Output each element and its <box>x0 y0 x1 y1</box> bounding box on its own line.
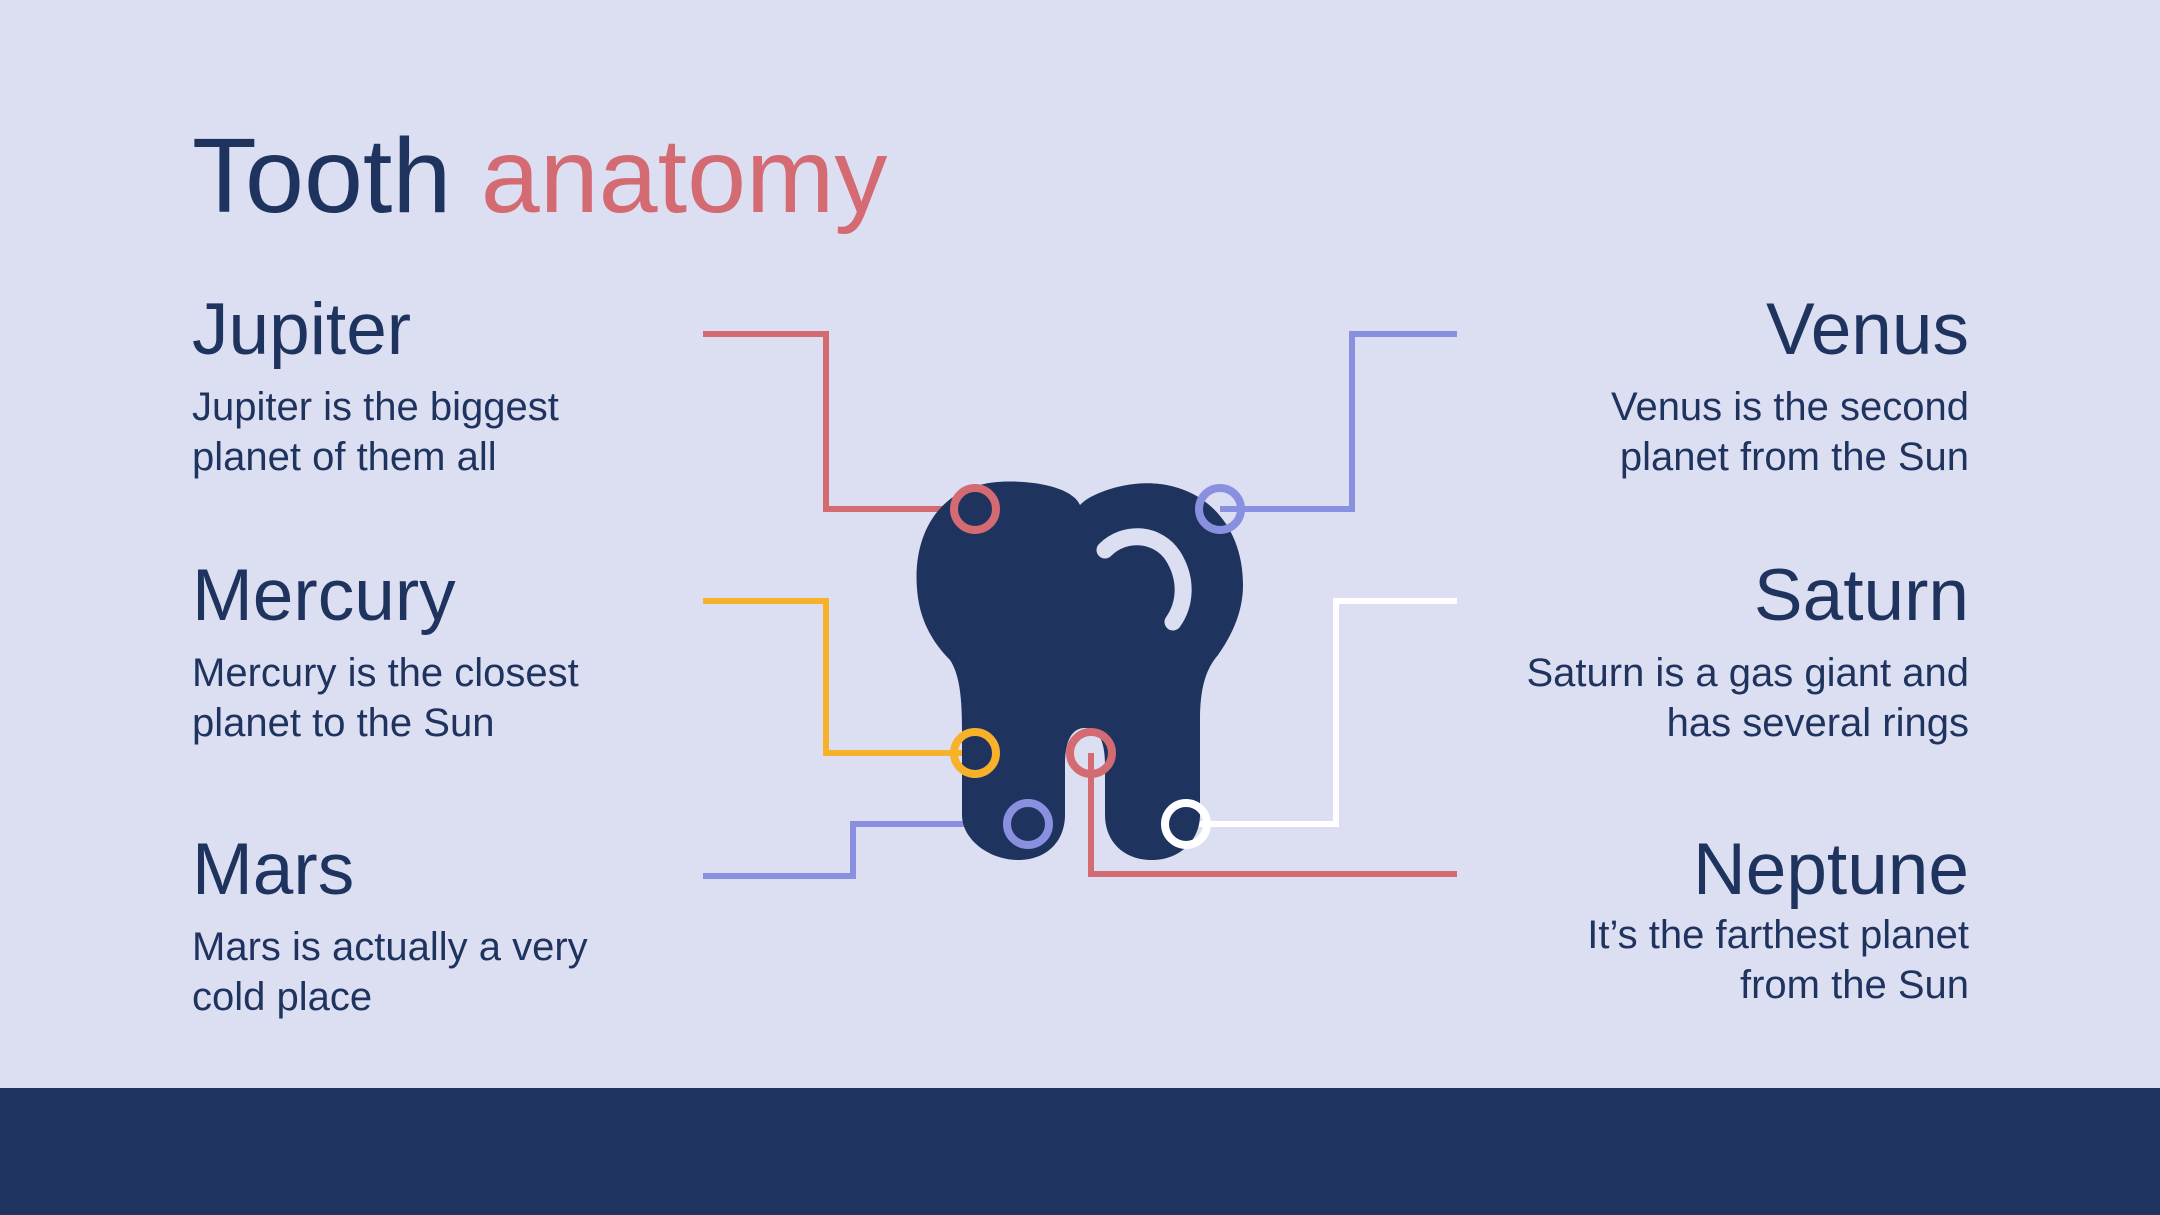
marker-neptune <box>1066 728 1116 778</box>
connector-jupiter <box>703 331 975 512</box>
label-jupiter: Jupiter Jupiter is the biggest planet of… <box>192 289 752 482</box>
page-title: Tooth anatomy <box>192 118 887 235</box>
label-mars: Mars Mars is actually a very cold place <box>192 829 752 1022</box>
label-mars-desc: Mars is actually a very cold place <box>192 925 588 1020</box>
label-neptune-title: Neptune <box>1693 829 1969 910</box>
marker-venus <box>1195 484 1245 534</box>
connector-mercury <box>703 598 975 756</box>
connector-venus <box>1220 331 1457 512</box>
label-jupiter-desc: Jupiter is the biggest planet of them al… <box>192 385 559 480</box>
label-neptune: Neptune It’s the farthest planet from th… <box>1409 829 1969 1010</box>
label-mars-title: Mars <box>192 829 355 910</box>
label-venus-desc: Venus is the second planet from the Sun <box>1610 385 1969 480</box>
marker-jupiter <box>950 484 1000 534</box>
title-part-anatomy: anatomy <box>480 117 888 235</box>
label-venus-title: Venus <box>1766 289 1969 370</box>
title-part-tooth: Tooth <box>192 117 452 235</box>
marker-mars <box>1003 799 1053 849</box>
connector-saturn <box>1186 598 1457 827</box>
tooth-highlight <box>1096 528 1192 631</box>
connector-neptune <box>1088 753 1457 877</box>
label-mercury-title: Mercury <box>192 555 456 636</box>
tooth-icon <box>916 481 1243 860</box>
label-jupiter-title: Jupiter <box>192 289 412 370</box>
footer-bar <box>0 1088 2160 1215</box>
marker-saturn <box>1161 799 1211 849</box>
label-mercury-desc: Mercury is the closest planet to the Sun <box>192 651 579 746</box>
label-saturn-desc: Saturn is a gas giant and has several ri… <box>1526 651 1969 746</box>
label-neptune-desc: It’s the farthest planet from the Sun <box>1587 913 1969 1008</box>
label-saturn-title: Saturn <box>1753 555 1969 636</box>
marker-mercury <box>950 728 1000 778</box>
connector-mars <box>703 821 1028 879</box>
label-saturn: Saturn Saturn is a gas giant and has sev… <box>1409 555 1969 748</box>
tooth-shape <box>916 481 1243 860</box>
label-venus: Venus Venus is the second planet from th… <box>1409 289 1969 482</box>
label-mercury: Mercury Mercury is the closest planet to… <box>192 555 752 748</box>
